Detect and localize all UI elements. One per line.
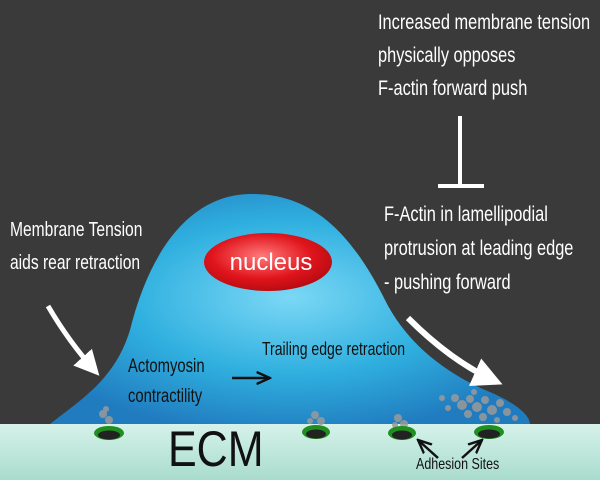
adhesion-sites-label: Adhesion Sites [416, 456, 500, 473]
cell-body [50, 193, 530, 424]
label-line: contractility [128, 386, 203, 407]
rear-retraction-label: Membrane Tension aids rear retraction [10, 214, 142, 280]
label-line: physically opposes [378, 44, 516, 67]
ecm-substrate [0, 424, 600, 480]
label-line: Actomyosin [128, 356, 205, 377]
adhesion-site-3 [388, 426, 416, 440]
adhesion-arrow-right [461, 440, 482, 459]
forward-push-arrow [405, 315, 503, 386]
label-line: Membrane Tension [10, 219, 143, 241]
label-line: protrusion at leading edge [384, 237, 574, 260]
label-line: F-Actin in lamellipodial [384, 203, 548, 226]
inhibition-symbol [438, 116, 484, 188]
label-line: - pushing forward [384, 271, 511, 294]
actin-cluster-leading-edge [439, 389, 518, 423]
actomyosin-label: Actomyosin contractility [128, 352, 205, 412]
adhesion-site-1 [94, 426, 124, 440]
nucleus [204, 233, 332, 291]
adhesion-arrow-left [418, 440, 439, 459]
adhesion-site-4 [474, 425, 504, 439]
actin-cluster-small-1 [99, 406, 113, 424]
rear-retraction-arrow [45, 304, 100, 376]
label-line: Increased membrane tension [378, 11, 591, 34]
label-line: aids rear retraction [10, 252, 141, 274]
actin-cluster-small-3 [392, 414, 408, 428]
factin-protrusion-label: F-Actin in lamellipodial protrusion at l… [384, 198, 573, 300]
label-line: F-actin forward push [378, 77, 528, 100]
actin-cluster-small-2 [307, 411, 325, 425]
trailing-edge-label: Trailing edge retraction [262, 339, 406, 359]
membrane-tension-opposes-label: Increased membrane tension physically op… [378, 6, 590, 105]
ecm-label: ECM [168, 421, 264, 477]
adhesion-site-2 [302, 425, 330, 439]
nucleus-label: nucleus [229, 249, 313, 276]
